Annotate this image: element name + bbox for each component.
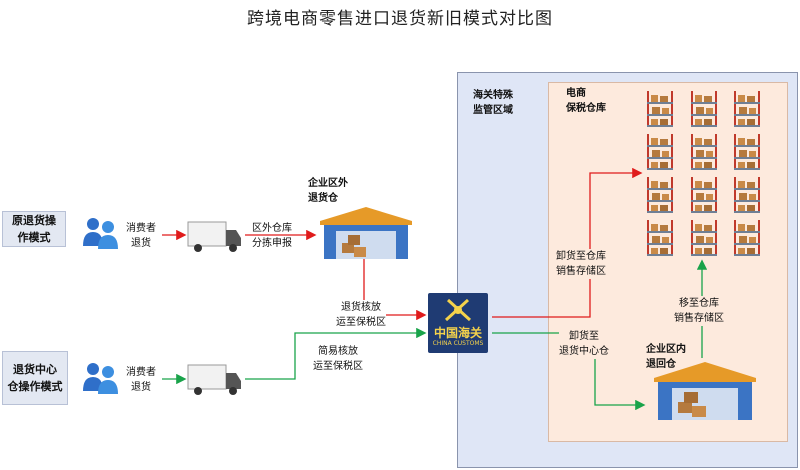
storage-rack-icon — [733, 90, 761, 128]
new-mode-box: 退货中心 仓操作模式 — [2, 351, 68, 405]
inside-return-warehouse-icon — [654, 362, 756, 420]
storage-rack-icon — [646, 176, 674, 214]
move-to-storage-label: 移至仓库 销售存储区 — [674, 296, 724, 326]
storage-rack-icon — [690, 219, 718, 257]
storage-rack-icon — [733, 176, 761, 214]
china-customs-logo: 中国海关 CHINA CUSTOMS — [428, 293, 488, 353]
storage-rack-icon — [646, 90, 674, 128]
delivery-truck-icon — [187, 364, 241, 395]
storage-rack-icon — [646, 219, 674, 257]
consumer-return-label: 消费者 退货 — [126, 223, 156, 249]
arrow-truck-to-customs — [245, 327, 427, 380]
consumer-icon — [83, 363, 118, 394]
unload-to-center-label: 卸货至 退货中心仓 — [559, 329, 609, 359]
diagram-title: 跨境电商零售进口退货新旧模式对比图 — [247, 9, 553, 29]
customs-name-en: CHINA CUSTOMS — [432, 340, 484, 347]
storage-rack-icon — [690, 176, 718, 214]
customs-emblem-icon — [444, 298, 472, 322]
simple-check-transport-label: 简易核放 运至保税区 — [313, 346, 363, 372]
storage-rack-icon — [733, 133, 761, 171]
arrow-customs-to-center — [492, 332, 646, 411]
bonded-warehouse-label: 电商 保税仓库 — [566, 88, 606, 114]
out-of-zone-sorting-label: 区外仓库 分拣申报 — [252, 223, 292, 249]
delivery-truck-icon — [187, 221, 241, 252]
return-check-transport-label: 退货核放 运至保税区 — [336, 300, 386, 330]
storage-rack-icon — [646, 133, 674, 171]
unload-to-storage-label: 卸货至仓库 销售存储区 — [556, 249, 606, 279]
consumer-return-label: 消费者 退货 — [126, 367, 156, 393]
outside-return-warehouse-label: 企业区外 退货仓 — [308, 178, 348, 204]
special-supervision-zone-label: 海关特殊 监管区域 — [473, 90, 513, 116]
storage-rack-icon — [733, 219, 761, 257]
arrow-customs-to-bonded — [492, 167, 643, 318]
storage-rack-icon — [690, 133, 718, 171]
consumer-icon — [83, 218, 118, 249]
storage-rack-icon — [690, 90, 718, 128]
customs-name-cn: 中国海关 — [433, 326, 482, 340]
inside-return-warehouse-label: 企业区内 退回仓 — [646, 344, 686, 370]
old-mode-box: 原退货操 作模式 — [2, 211, 66, 247]
outside-return-warehouse-icon — [320, 207, 412, 259]
